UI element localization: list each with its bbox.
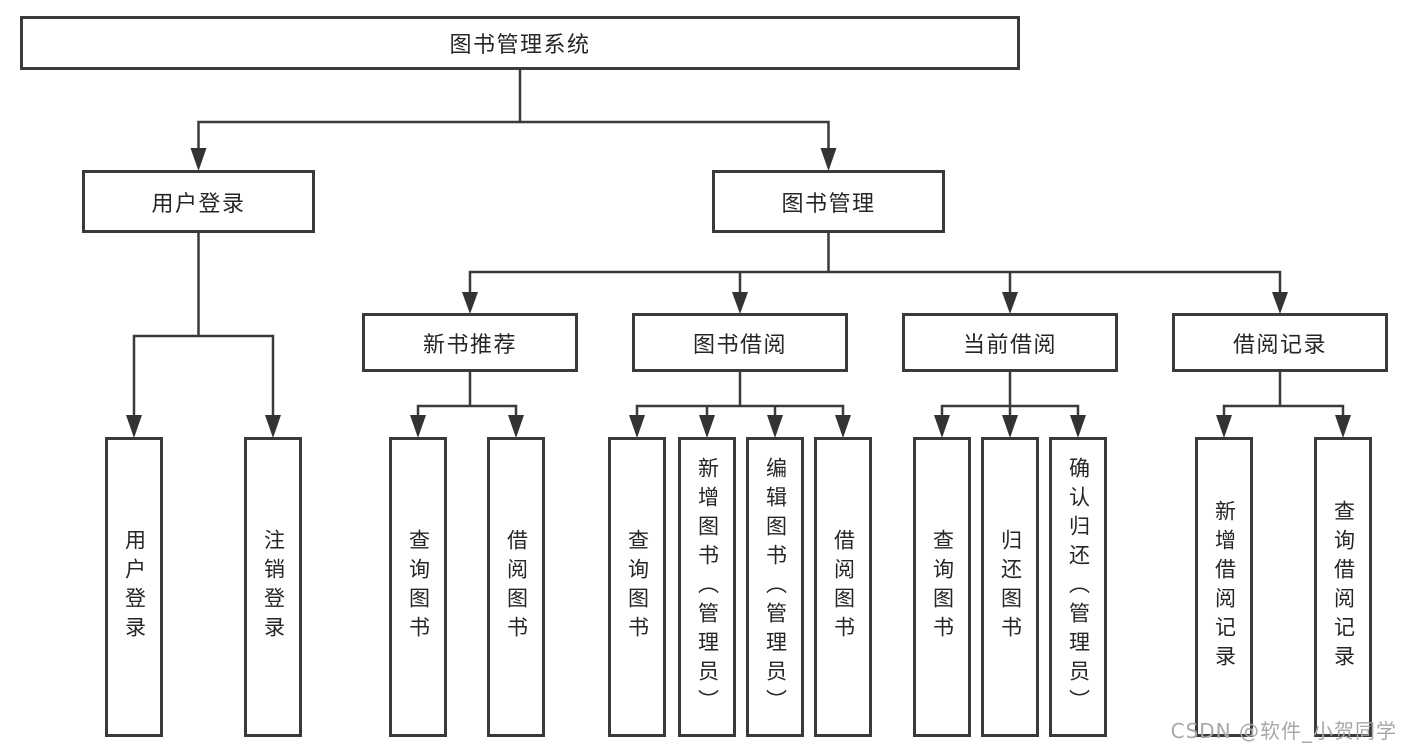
leaf-borrow-query-books: 查询图书 (608, 437, 666, 737)
node-label: 注销登录 (261, 529, 286, 645)
leaf-query-borrow-record: 查询借阅记录 (1314, 437, 1372, 737)
leaf-rec-borrow-books: 借阅图书 (487, 437, 545, 737)
connector-user-login-to-leaves (126, 231, 281, 438)
node-label: 确认归还（管理员） (1066, 456, 1091, 718)
csdn-watermark: CSDN @软件_小贺同学 (1170, 719, 1397, 743)
node-label: 借阅图书 (504, 529, 529, 645)
leaf-add-books-admin: 新增图书（管理员） (678, 437, 736, 737)
leaf-borrow-books: 借阅图书 (814, 437, 872, 737)
connector-book-mgmt-to-level3 (462, 231, 1288, 314)
node-label: 查询借阅记录 (1331, 500, 1356, 674)
node-current-borrowing: 当前借阅 (902, 313, 1118, 372)
node-label: 查询图书 (625, 529, 650, 645)
node-book-management: 图书管理 (712, 170, 945, 233)
leaf-rec-query-books: 查询图书 (389, 437, 447, 737)
node-new-book-recommendation: 新书推荐 (362, 313, 578, 372)
connector-borrow-record-to-leaves (1216, 370, 1351, 438)
connector-current-borrow-to-leaves (934, 370, 1086, 438)
node-label: 图书借阅 (692, 332, 787, 358)
node-label: 新书推荐 (422, 332, 517, 358)
node-label: 查询图书 (406, 529, 431, 645)
node-label: 当前借阅 (962, 332, 1057, 358)
node-borrowing-records: 借阅记录 (1172, 313, 1388, 372)
node-label: 用户登录 (151, 191, 246, 217)
leaf-logout: 注销登录 (244, 437, 302, 737)
node-label: 图书管理系统 (449, 33, 591, 58)
node-book-borrowing: 图书借阅 (632, 313, 848, 372)
node-label: 借阅记录 (1232, 332, 1327, 358)
node-user-login: 用户登录 (82, 170, 315, 233)
node-label: 查询图书 (930, 529, 955, 645)
leaf-current-query-books: 查询图书 (913, 437, 971, 737)
leaf-user-login: 用户登录 (105, 437, 163, 737)
connector-new-book-rec-to-leaves (410, 370, 524, 438)
node-label: 借阅图书 (831, 529, 856, 645)
leaf-edit-books-admin: 编辑图书（管理员） (746, 437, 804, 737)
node-label: 编辑图书（管理员） (763, 456, 788, 718)
node-root-library-system: 图书管理系统 (20, 16, 1020, 70)
connector-root-to-level2 (190, 68, 837, 171)
leaf-return-books: 归还图书 (981, 437, 1039, 737)
node-label: 新增借阅记录 (1212, 500, 1237, 674)
leaf-confirm-return-admin: 确认归还（管理员） (1049, 437, 1107, 737)
node-label: 新增图书（管理员） (695, 456, 720, 718)
connector-book-borrow-to-leaves (629, 370, 851, 438)
leaf-add-borrow-record: 新增借阅记录 (1195, 437, 1253, 737)
node-label: 归还图书 (998, 529, 1023, 645)
node-label: 用户登录 (122, 529, 147, 645)
node-label: 图书管理 (781, 191, 876, 217)
